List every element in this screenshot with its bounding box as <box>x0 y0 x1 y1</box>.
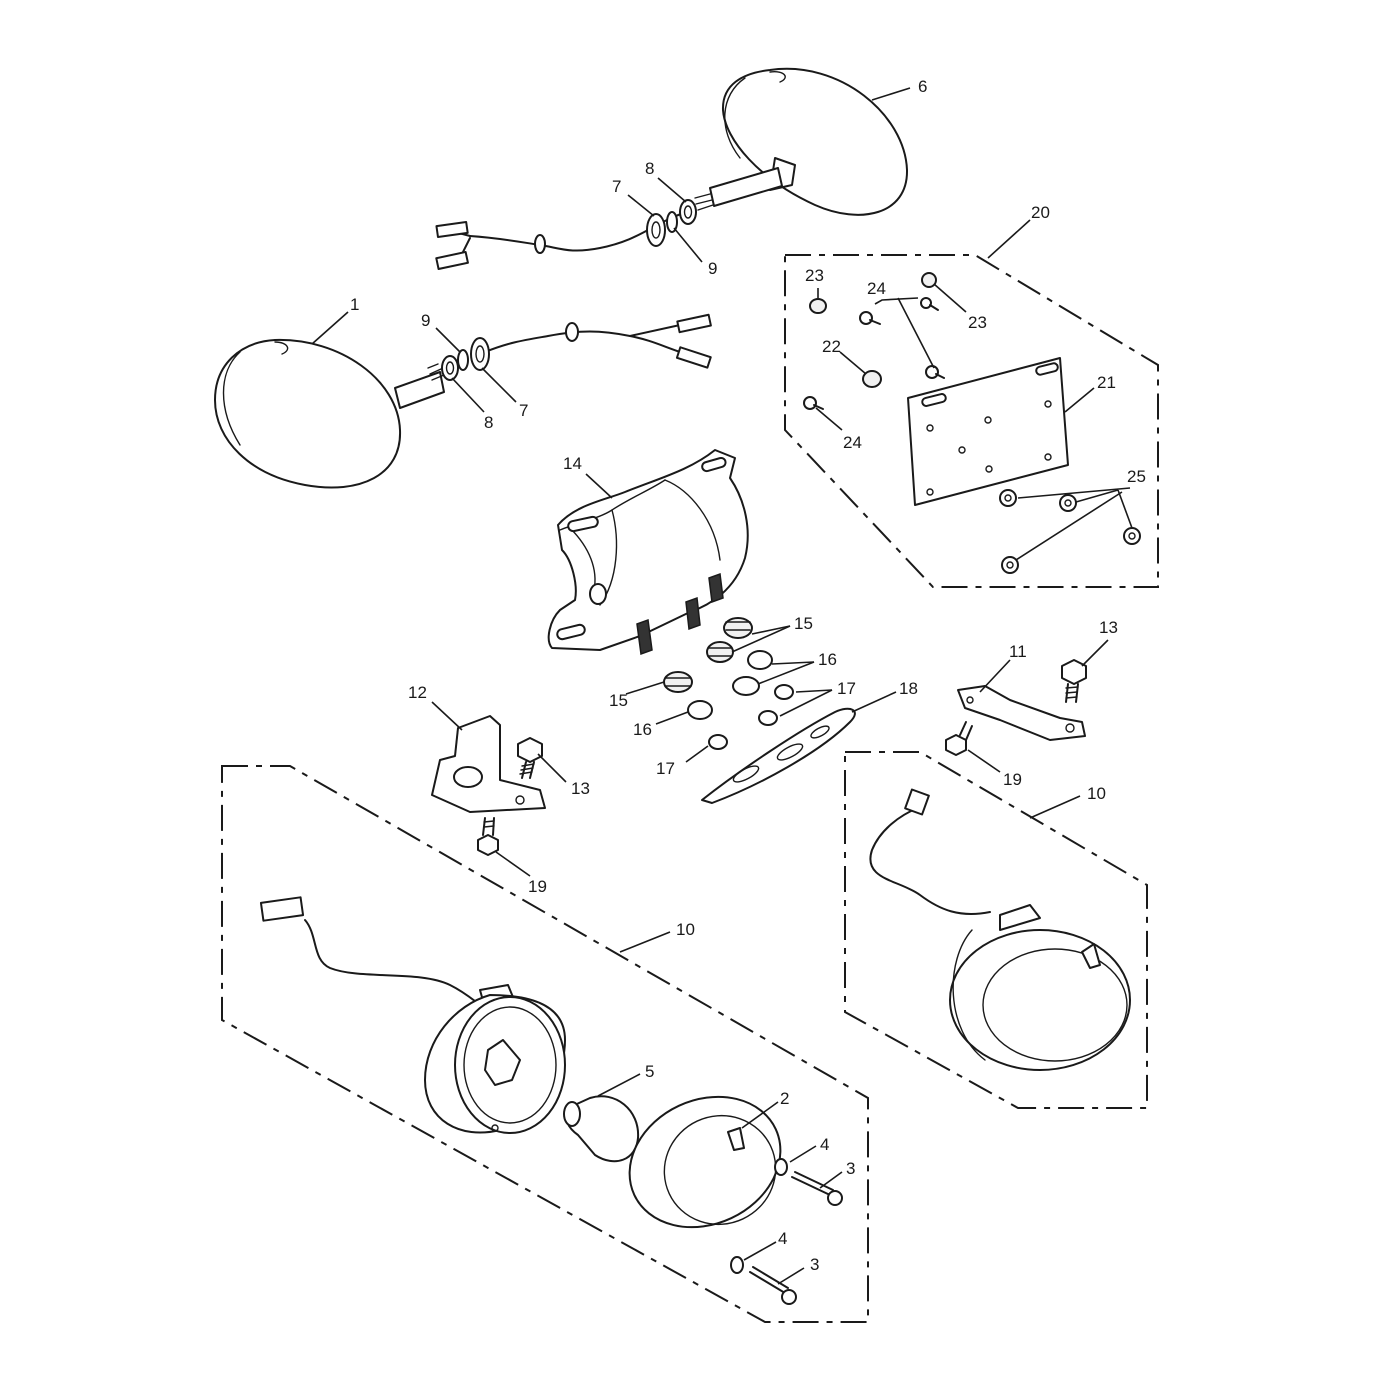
bulb-5 <box>563 1095 640 1163</box>
callout-6: 6 <box>918 77 927 96</box>
grommet-7-left <box>470 337 490 371</box>
callout-10: 10 <box>1087 784 1106 803</box>
callout-4: 4 <box>778 1229 787 1248</box>
callout-19: 19 <box>528 877 547 896</box>
wire-harness-top <box>435 211 687 270</box>
callout-10: 10 <box>676 920 695 939</box>
lens-2 <box>628 1095 782 1229</box>
callout-24: 24 <box>843 433 862 452</box>
callout-25: 25 <box>1127 467 1146 486</box>
callout-15: 15 <box>794 614 813 633</box>
callout-22: 22 <box>822 337 841 356</box>
callout-8: 8 <box>484 413 493 432</box>
license-plate-21 <box>907 357 1069 506</box>
bolt-13-left <box>517 737 543 779</box>
callout-3: 3 <box>846 1159 855 1178</box>
callout-18: 18 <box>899 679 918 698</box>
callout-4: 4 <box>820 1135 829 1154</box>
indicator-6 <box>694 67 909 216</box>
callout-16: 16 <box>818 650 837 669</box>
callout-14: 14 <box>563 454 582 473</box>
callout-19: 19 <box>1003 770 1022 789</box>
callout-labels: 1 2 3 3 4 4 5 6 7 7 8 8 9 9 10 10 11 12 … <box>350 77 1146 1274</box>
flanged-nuts-16 <box>687 650 773 720</box>
callout-9: 9 <box>708 259 717 278</box>
callout-5: 5 <box>645 1062 654 1081</box>
grommet-7-top <box>646 213 666 247</box>
screws-3 <box>749 1171 843 1305</box>
wire-harness-left <box>484 313 712 369</box>
plate-kit-boundary <box>784 254 1159 588</box>
callout-17: 17 <box>837 679 856 698</box>
washers-4 <box>730 1158 788 1274</box>
callout-15: 15 <box>609 691 628 710</box>
bolt-13-right <box>1061 659 1087 703</box>
washer-9-top <box>666 211 678 233</box>
bracket-12 <box>431 715 546 813</box>
callout-7: 7 <box>519 401 528 420</box>
leader-lines <box>311 87 1133 1285</box>
callout-1: 1 <box>350 295 359 314</box>
callout-20: 20 <box>1031 203 1050 222</box>
callout-17: 17 <box>656 759 675 778</box>
right-indicator-group-boundary <box>844 751 1148 1109</box>
callout-8: 8 <box>645 159 654 178</box>
washer-9-left <box>457 349 469 371</box>
gasket-18 <box>701 707 856 804</box>
callout-7: 7 <box>612 177 621 196</box>
hex-nuts-25 <box>999 489 1141 574</box>
indicator-10-right <box>869 788 1131 1071</box>
small-nuts-17 <box>708 684 794 750</box>
bracket-11 <box>957 685 1086 741</box>
screws-24 <box>803 297 945 410</box>
callout-11: 11 <box>1009 642 1027 661</box>
rear-bracket-14 <box>547 449 749 656</box>
bolt-19-left <box>477 817 499 856</box>
nut-8-top <box>679 199 697 225</box>
spacers-23-22 <box>809 272 937 388</box>
callout-13: 13 <box>1099 618 1118 637</box>
nut-8-left <box>441 355 459 381</box>
callout-2: 2 <box>780 1089 789 1108</box>
bolt-19-right <box>945 721 973 756</box>
callout-23: 23 <box>968 313 987 332</box>
callout-23: 23 <box>805 266 824 285</box>
callout-13: 13 <box>571 779 590 798</box>
callout-21: 21 <box>1097 373 1116 392</box>
callout-3: 3 <box>810 1255 819 1274</box>
indicator-10-front <box>259 896 566 1134</box>
callout-12: 12 <box>408 683 427 702</box>
callout-9: 9 <box>421 311 430 330</box>
callout-24: 24 <box>867 279 886 298</box>
indicator-1 <box>214 338 445 489</box>
rubber-spacers-15 <box>663 617 753 693</box>
callout-16: 16 <box>633 720 652 739</box>
front-indicator-group-boundary <box>221 765 869 1323</box>
